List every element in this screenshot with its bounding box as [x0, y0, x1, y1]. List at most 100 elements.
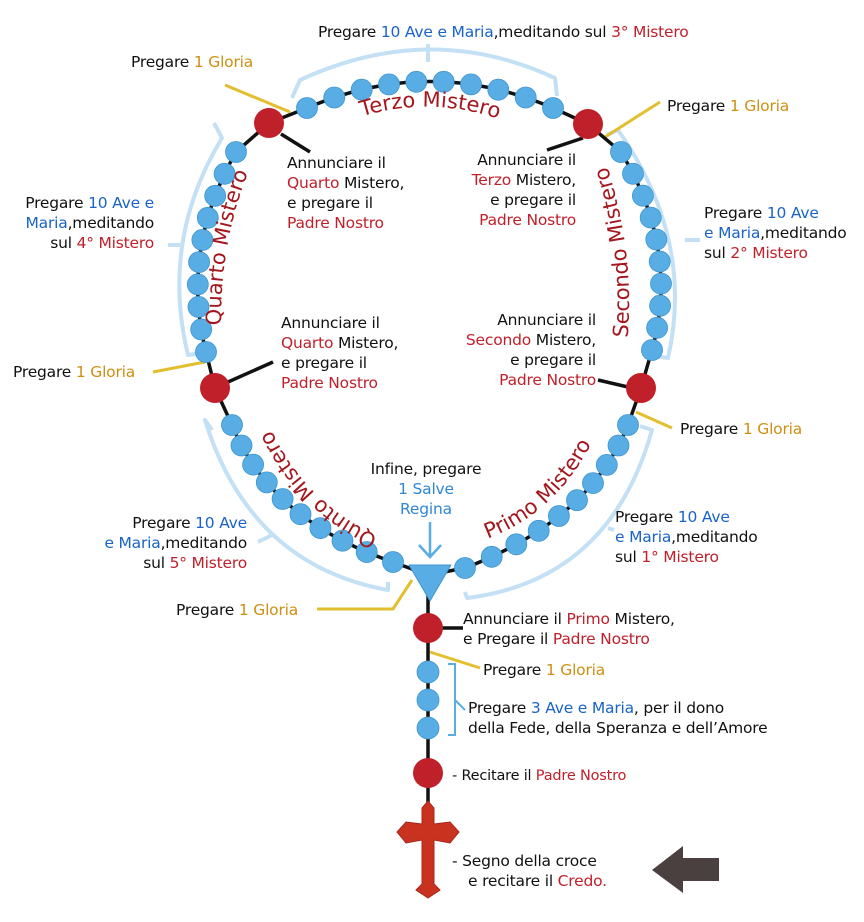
ave-bead-terzo-3	[350, 78, 373, 101]
ave-bead-pendant-2	[416, 688, 440, 712]
padre-nostro-instruction: - Recitare il Padre Nostro	[452, 768, 627, 784]
ave-bead-quinto-10	[382, 551, 404, 573]
ave-bead-quarto-8	[187, 295, 210, 318]
ave-bead-terzo-8	[487, 78, 510, 101]
bracket-tick-quinto	[257, 533, 273, 544]
ave-bead-quinto-2	[230, 434, 253, 457]
ave-bead-quarto-2	[213, 162, 236, 185]
ave-bead-primo-5	[548, 505, 570, 527]
centerpiece-medal	[408, 564, 452, 602]
bracket-tick-primo	[607, 526, 615, 532]
ave-bead-quinto-4	[255, 471, 278, 494]
decade-5-instruction: Pregare 10 Ave e Maria,meditando sul 5° …	[104, 514, 247, 572]
gloria-line-mid-left	[152, 360, 206, 374]
announce-label-mid-left: Annunciare il Quarto Mistero, e pregare …	[281, 314, 399, 392]
decade-1-instruction: Pregare 10 Ave e Maria,meditando sul 1° …	[615, 508, 758, 566]
credo-instruction: - Segno della croce e recitare il Credo.	[452, 852, 607, 890]
ave-bead-primo-1	[454, 557, 476, 579]
ave-bead-quarto-4	[196, 206, 219, 229]
ave-bead-primo-6	[566, 489, 588, 512]
gloria-label-pendant: Pregare 1 Gloria	[483, 661, 606, 679]
announce-line-mid-right	[597, 378, 629, 389]
ave-bead-secondo-6	[648, 250, 671, 273]
ave-bead-pendant-3	[416, 716, 440, 740]
ave-bead-terzo-5	[405, 70, 428, 93]
ave-bead-terzo-9	[514, 86, 537, 109]
mystery-title-text-terzo: Terzo Mistero	[356, 88, 504, 124]
ave-bead-quarto-9	[190, 318, 213, 341]
gloria-label-mid-right: Pregare 1 Gloria	[680, 420, 803, 438]
ave-bead-quinto-7	[309, 517, 332, 539]
ave-bead-quinto-1	[221, 414, 243, 436]
announce-line-top-right	[546, 136, 584, 152]
announce-label-top-left: Annunciare il Quarto Mistero, e pregare …	[287, 154, 405, 232]
ave-bead-quarto-5	[191, 228, 214, 251]
padre-nostro-bead-primo	[413, 613, 443, 643]
decade-2-instruction: Pregare 10 Ave e Maria,meditando sul 2° …	[704, 204, 847, 262]
announce-line-top-left	[280, 132, 311, 154]
salve-regina-arrow-icon	[418, 522, 442, 559]
ave-bead-secondo-5	[645, 228, 668, 251]
gloria-label-top-left: Pregare 1 Gloria	[131, 53, 254, 71]
mystery-title-terzo: Terzo Mistero	[356, 88, 504, 124]
bracket-primo	[463, 424, 654, 600]
ave-bead-primo-3	[505, 533, 528, 556]
ave-bead-secondo-10	[641, 339, 663, 361]
ave-bead-secondo-1	[610, 141, 632, 163]
start-here-arrow-icon	[652, 846, 719, 893]
gloria-label-mid-left: Pregare 1 Gloria	[13, 363, 136, 381]
announce-label-top-right: Annunciare il Terzo Mistero, e pregare i…	[471, 151, 577, 229]
callout-lines	[152, 83, 673, 670]
ave-bead-quarto-10	[195, 341, 217, 363]
padre-nostro-bead-initial	[413, 758, 443, 788]
crucifix-icon	[396, 800, 460, 899]
ave-bead-primo-4	[527, 519, 550, 542]
announce-label-mid-right: Annunciare il Secondo Mistero, e pregare…	[465, 311, 596, 389]
padre-nostro-bead-secondo	[626, 373, 656, 403]
rosary-beads	[186, 70, 672, 788]
gloria-label-bottom: Pregare 1 Gloria	[176, 601, 299, 619]
bracket-quinto	[203, 418, 390, 592]
salve-regina-instruction: Infine, pregare 1 Salve Regina	[370, 460, 482, 518]
ave-bead-terzo-7	[460, 73, 482, 96]
ave-bead-secondo-4	[639, 206, 662, 229]
gloria-line-top-left	[224, 83, 291, 114]
decade-3-instruction: Pregare 10 Ave e Maria,meditando sul 3° …	[318, 23, 689, 41]
ave-bead-quinto-9	[355, 541, 378, 563]
ave-bead-secondo-2	[622, 162, 644, 185]
ave-bead-secondo-7	[650, 272, 672, 295]
gloria-line-pendant	[429, 650, 481, 670]
ave-bead-primo-8	[595, 453, 618, 476]
ave-bead-primo-2	[480, 545, 503, 568]
ave-bead-quarto-6	[188, 251, 211, 274]
three-ave-instruction: Pregare 3 Ave e Maria, per il dono della…	[468, 699, 768, 737]
ave-bead-terzo-6	[432, 70, 455, 93]
ave-bead-quinto-8	[331, 529, 354, 552]
announce-primo-instruction: Annunciare il Primo Mistero, e Pregare i…	[463, 610, 675, 648]
ave-bead-primo-9	[607, 434, 630, 457]
decade-4-instruction: Pregare 10 Ave e Maria,meditando sul 4° …	[25, 194, 154, 252]
ave-bead-terzo-10	[542, 97, 564, 119]
gloria-line-mid-right	[635, 410, 673, 430]
gloria-line-bottom	[317, 579, 414, 611]
ave-bead-quarto-1	[225, 141, 247, 163]
ave-bead-quinto-5	[271, 488, 294, 510]
gloria-label-top-right: Pregare 1 Gloria	[667, 97, 790, 115]
ave-bead-terzo-2	[323, 86, 346, 109]
announce-line-mid-left	[227, 360, 274, 384]
rosary-extras	[396, 522, 719, 899]
ave-bead-quinto-6	[289, 503, 312, 526]
ave-bead-quinto-3	[242, 453, 265, 476]
padre-nostro-bead-quarto	[254, 108, 284, 138]
ave-bead-primo-7	[582, 472, 604, 495]
ave-bead-pendant-1	[416, 660, 440, 684]
ave-bead-quarto-3	[204, 184, 227, 207]
ave-bead-secondo-3	[632, 184, 654, 207]
padre-nostro-bead-quinto	[200, 373, 230, 403]
bracket-three-ave	[448, 663, 466, 736]
ave-bead-secondo-9	[646, 316, 668, 339]
ave-bead-quarto-7	[186, 273, 209, 296]
ave-bead-secondo-8	[649, 294, 671, 317]
ave-bead-terzo-4	[378, 73, 400, 96]
